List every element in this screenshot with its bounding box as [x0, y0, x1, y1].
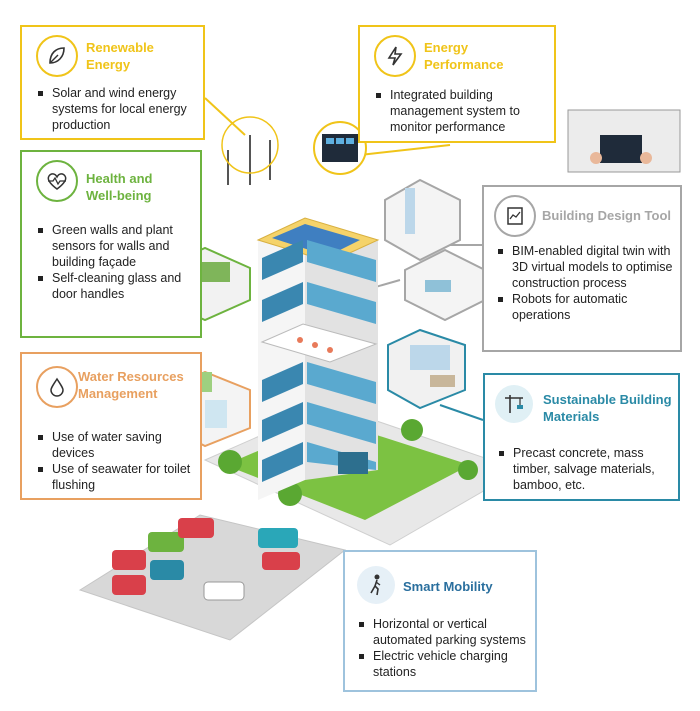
- card-list: Use of water saving devices Use of seawa…: [36, 429, 196, 493]
- list-item: Green walls and plant sensors for walls …: [36, 222, 196, 270]
- crane-icon: [495, 385, 533, 423]
- card-list: Solar and wind energy systems for local …: [36, 85, 196, 133]
- monitor: [313, 121, 367, 175]
- list-item: Self-cleaning glass and door handles: [36, 270, 196, 302]
- card-renewable-energy: Renewable Energy Solar and wind energy s…: [20, 25, 205, 140]
- list-item: Robots for automatic operations: [496, 291, 676, 323]
- leader-lines: [204, 97, 451, 156]
- wind-turbines: [221, 116, 279, 185]
- card-smart-mobility: Smart Mobility Horizontal or vertical au…: [343, 550, 537, 692]
- walking-person-icon: [357, 566, 395, 604]
- card-list: Horizontal or vertical automated parking…: [357, 616, 535, 680]
- card-title: Sustainable Building Materials: [543, 392, 672, 424]
- trees: [218, 419, 478, 506]
- leaf-plug-icon: [36, 35, 78, 77]
- card-title: Energy Performance: [424, 40, 504, 72]
- card-list: BIM-enabled digital twin with 3D virtual…: [496, 243, 676, 323]
- heart-pulse-icon: [36, 160, 78, 202]
- parking-cars: [112, 518, 300, 601]
- card-energy-performance: Energy Performance Integrated building m…: [358, 25, 556, 143]
- card-title: Health and Well-being: [86, 171, 153, 203]
- card-water-resources: Water Resources Management Use of water …: [20, 352, 202, 500]
- card-title: Smart Mobility: [403, 579, 493, 594]
- tower: [256, 217, 380, 500]
- card-list: Green walls and plant sensors for walls …: [36, 222, 196, 302]
- card-title: Water Resources Management: [78, 369, 184, 401]
- card-title: Renewable Energy: [86, 40, 154, 72]
- card-health-wellbeing: Health and Well-being Green walls and pl…: [20, 150, 202, 338]
- water-drop-icon: [36, 366, 78, 408]
- list-item: BIM-enabled digital twin with 3D virtual…: [496, 243, 676, 291]
- list-item: Horizontal or vertical automated parking…: [357, 616, 535, 648]
- card-building-design-tool: Building Design Tool BIM-enabled digital…: [482, 185, 682, 352]
- list-item: Use of water saving devices: [36, 429, 196, 461]
- list-item: Electric vehicle charging stations: [357, 648, 535, 680]
- card-list: Integrated building management system to…: [374, 87, 549, 135]
- card-sustainable-materials: Sustainable Building Materials Precast c…: [483, 373, 680, 501]
- card-list: Precast concrete, mass timber, salvage m…: [497, 445, 677, 493]
- blueprint-icon: [494, 195, 536, 237]
- lightning-icon: [374, 35, 416, 77]
- list-item: Solar and wind energy systems for local …: [36, 85, 196, 133]
- card-title: Building Design Tool: [542, 208, 672, 223]
- list-item: Precast concrete, mass timber, salvage m…: [497, 445, 677, 493]
- list-item: Integrated building management system to…: [374, 87, 549, 135]
- list-item: Use of seawater for toilet flushing: [36, 461, 196, 493]
